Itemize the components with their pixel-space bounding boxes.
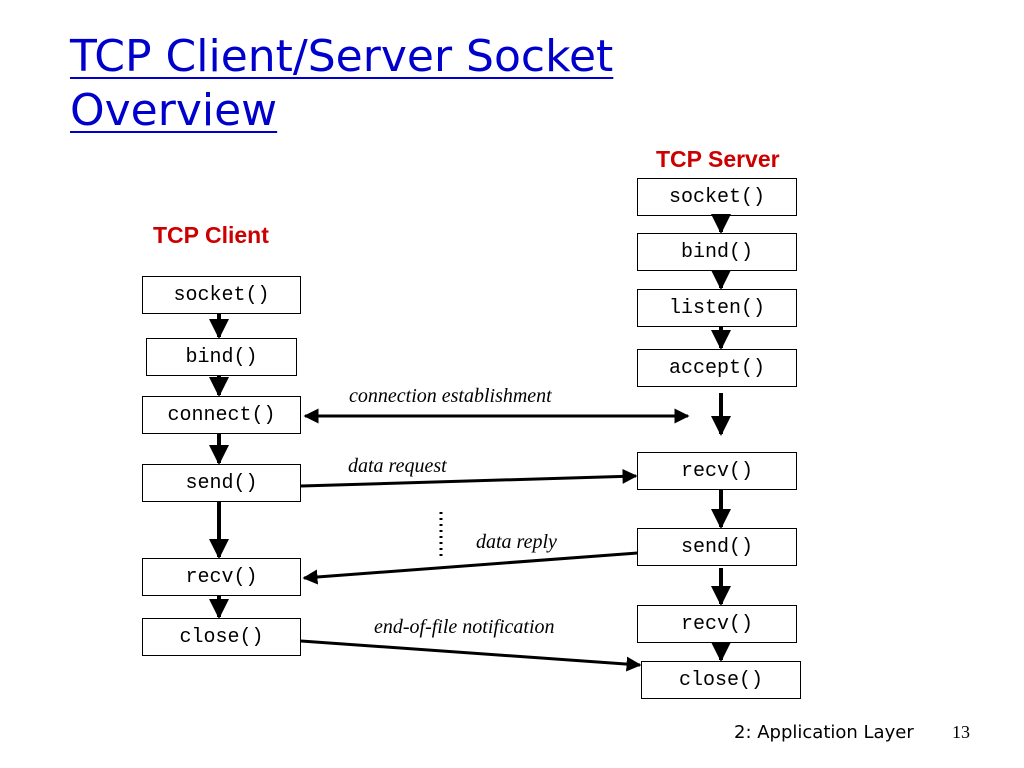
footer-text: 2: Application Layer — [734, 722, 914, 743]
server-socket-box: socket() — [637, 178, 797, 216]
client-send-box: send() — [142, 464, 301, 502]
client-connect-box: connect() — [142, 396, 301, 434]
client-heading: TCP Client — [153, 222, 269, 248]
server-recv2-box: recv() — [637, 605, 797, 643]
server-recv-box: recv() — [637, 452, 797, 490]
title-line-1: TCP Client/Server Socket — [70, 31, 614, 82]
server-close-box: close() — [641, 661, 801, 699]
slide-title: TCP Client/Server Socket Overview — [70, 30, 770, 138]
title-line-2: Overview — [70, 85, 278, 136]
client-recv-box: recv() — [142, 558, 301, 596]
client-bind-box: bind() — [146, 338, 297, 376]
server-heading: TCP Server — [656, 146, 780, 172]
server-bind-box: bind() — [637, 233, 797, 271]
page-number: 13 — [952, 722, 970, 742]
connection-label: connection establishment — [349, 385, 552, 407]
client-close-box: close() — [142, 618, 301, 656]
request-arrow — [300, 468, 638, 488]
eof-label: end-of-file notification — [374, 616, 555, 638]
client-socket-box: socket() — [142, 276, 301, 314]
eof-arrow — [300, 639, 642, 672]
reply-arrow — [302, 551, 638, 585]
reply-label: data reply — [476, 531, 557, 553]
request-label: data request — [348, 455, 447, 477]
server-accept-box: accept() — [637, 349, 797, 387]
server-send-box: send() — [637, 528, 797, 566]
